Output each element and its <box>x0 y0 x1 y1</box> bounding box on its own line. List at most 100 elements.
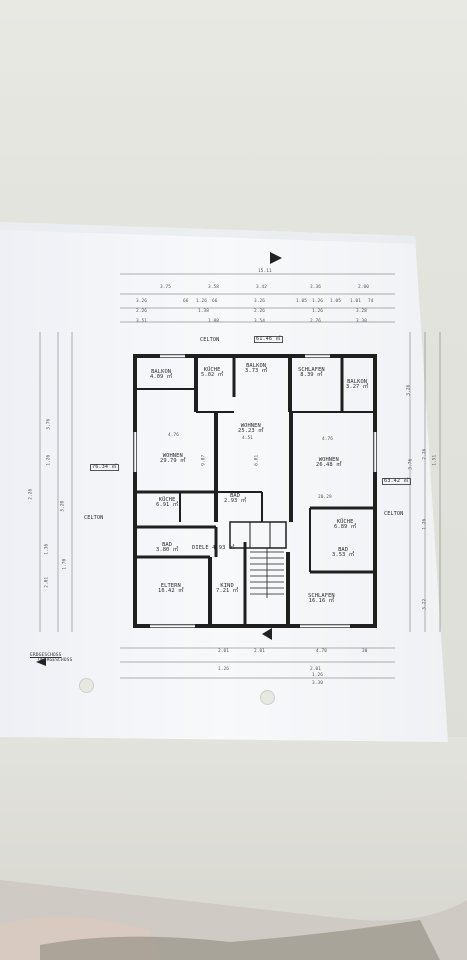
dim-601: 6.01 <box>254 454 260 466</box>
chair-edge <box>40 920 440 960</box>
dim-top-4: 3.36 <box>310 285 321 290</box>
dim-total: 15.11 <box>258 269 272 274</box>
room-area: 16.42 ㎡ <box>158 588 184 595</box>
side-dim-left-7: 1.36 <box>44 543 50 555</box>
bottom-dim-1: 2.01 <box>218 649 229 654</box>
punch-hole-left <box>79 678 94 693</box>
dim-476-left: 4.76 <box>168 433 179 438</box>
room-name: DIELE <box>192 545 209 551</box>
room-schlafen-bottom: SCHLAFEN 16.16 ㎡ <box>308 593 335 605</box>
room-area: 4.09 ㎡ <box>150 374 173 381</box>
legend-line-1: ERDGESCHOSS <box>30 653 62 658</box>
room-eltern: ELTERN 16.42 ㎡ <box>158 583 184 595</box>
room-diele: DIELE 4.93 ㎡ <box>192 545 235 551</box>
floor-plan-walls <box>133 354 377 628</box>
bottom-dim-4: 30 <box>362 649 368 654</box>
side-dim-right-3: 3.26 <box>406 384 412 396</box>
arrow-top-marker <box>270 252 282 264</box>
dim-r4-2: 1.88 <box>208 319 219 324</box>
area-right-label: 63.42 ㎡ <box>382 478 411 486</box>
room-wohnen-right: WOHNEN 26.48 ㎡ <box>316 457 342 469</box>
room-kind: KIND 7.21 ㎡ <box>216 583 239 595</box>
bottom-dim-r2-3: 1.26 <box>312 673 323 678</box>
room-area: 7.21 ㎡ <box>216 588 239 595</box>
dim-top-2: 3.58 <box>208 285 219 290</box>
side-dim-left-1: 2.26 <box>28 488 34 500</box>
room-name: KÜCHE <box>336 519 354 525</box>
dim-907: 9.07 <box>201 454 207 466</box>
side-dim-right-5: 1.26 <box>422 518 428 530</box>
room-name: KÜCHE <box>158 497 176 503</box>
room-area: 3.53 ㎡ <box>332 552 355 559</box>
bottom-dim-3: 4.70 <box>316 649 327 654</box>
room-area: 2.93 ㎡ <box>224 498 247 505</box>
side-dim-right-6: 3.22 <box>422 598 428 610</box>
window-lines <box>133 354 377 628</box>
dim-r2-5: 3.26 <box>254 299 265 304</box>
side-dim-left-4: 3.20 <box>60 500 66 512</box>
room-balkon-left: BALKON 4.09 ㎡ <box>150 369 173 381</box>
bottom-dim-r2-1: 1.26 <box>218 667 229 672</box>
dim-r4-1: 3.51 <box>136 319 147 324</box>
celton-right-label: CELTON <box>384 511 404 517</box>
room-balkon-mid: BALKON 3.73 ㎡ <box>245 363 268 375</box>
side-dim-right-4: 3.76 <box>408 458 414 470</box>
room-name: BAD <box>230 493 241 499</box>
room-name: ELTERN <box>160 583 181 589</box>
room-area: 8.39 ㎡ <box>300 372 323 379</box>
dim-r2-9: 1.01 <box>350 299 361 304</box>
bottom-dim-r3-1: 3.30 <box>312 681 323 686</box>
dim-r3-4: 1.26 <box>312 309 323 314</box>
room-area: 6.89 ㎡ <box>334 524 357 531</box>
bottom-dim-2: 2.01 <box>254 649 265 654</box>
room-area: 16.16 ㎡ <box>308 598 335 605</box>
side-dim-left-3: 1.26 <box>46 454 52 466</box>
room-kueche-top: KÜCHE 5.02 ㎡ <box>201 367 223 379</box>
dim-r3-1: 2.26 <box>136 309 147 314</box>
dim-r2-10: 74 <box>368 299 374 304</box>
room-bad-right: BAD 3.53 ㎡ <box>332 547 355 559</box>
dim-top-3: 3.42 <box>256 285 267 290</box>
dim-r4-3: 3.54 <box>254 319 265 324</box>
room-name: WOHNEN <box>162 453 183 459</box>
room-area: 4.93 ㎡ <box>212 545 235 551</box>
room-kueche-left: KÜCHE 6.91 ㎡ <box>156 497 178 509</box>
celton-top-label: CELTON <box>200 337 220 343</box>
dimension-lines <box>39 273 441 679</box>
legend-line-2: OBERGESCHOSS <box>38 657 73 663</box>
celton-left-label: CELTON <box>84 515 104 521</box>
room-name: BALKON <box>151 369 172 375</box>
side-dim-left-5: 1.70 <box>62 558 68 570</box>
side-dim-left-2: 3.76 <box>46 418 52 430</box>
arrow-bottom-marker <box>262 628 272 640</box>
dim-r2-1: 3.26 <box>136 299 147 304</box>
dim-top-1: 3.75 <box>160 285 171 290</box>
dim-r4-5: 3.30 <box>356 319 367 324</box>
room-area: 3.73 ㎡ <box>245 368 268 375</box>
room-bad-mid: BAD 2.93 ㎡ <box>224 493 247 505</box>
room-kueche-right: KÜCHE 6.89 ㎡ <box>334 519 357 531</box>
room-area: 3.80 ㎡ <box>156 547 179 554</box>
dim-r2-8: 1.05 <box>330 299 341 304</box>
room-name: WOHNEN <box>240 423 261 429</box>
room-name: KÜCHE <box>203 367 221 373</box>
bottom-dim-r2-2: 2.01 <box>310 667 321 672</box>
room-name: KIND <box>220 583 234 589</box>
dim-2029: 20.29 <box>318 495 332 500</box>
dim-r2-4: 66 <box>212 299 218 304</box>
dim-top-5: 2.00 <box>358 285 369 290</box>
room-balkon-right: BALKON 3.27 ㎡ <box>346 379 368 391</box>
room-name: BALKON <box>347 379 368 385</box>
room-area: 26.48 ㎡ <box>316 462 342 469</box>
dim-r2-2: 66 <box>183 299 189 304</box>
dim-r3-2: 1.38 <box>198 309 209 314</box>
room-wohnen-left: WOHNEN 29.79 ㎡ <box>160 453 186 465</box>
dim-r2-6: 1.05 <box>296 299 307 304</box>
room-name: BALKON <box>246 363 267 369</box>
dim-r2-7: 1.26 <box>312 299 323 304</box>
side-dim-right-1: 2.26 <box>422 448 428 460</box>
punch-hole-right <box>260 690 275 705</box>
room-area: 25.23 ㎡ <box>238 428 264 435</box>
room-name: BAD <box>162 542 173 548</box>
